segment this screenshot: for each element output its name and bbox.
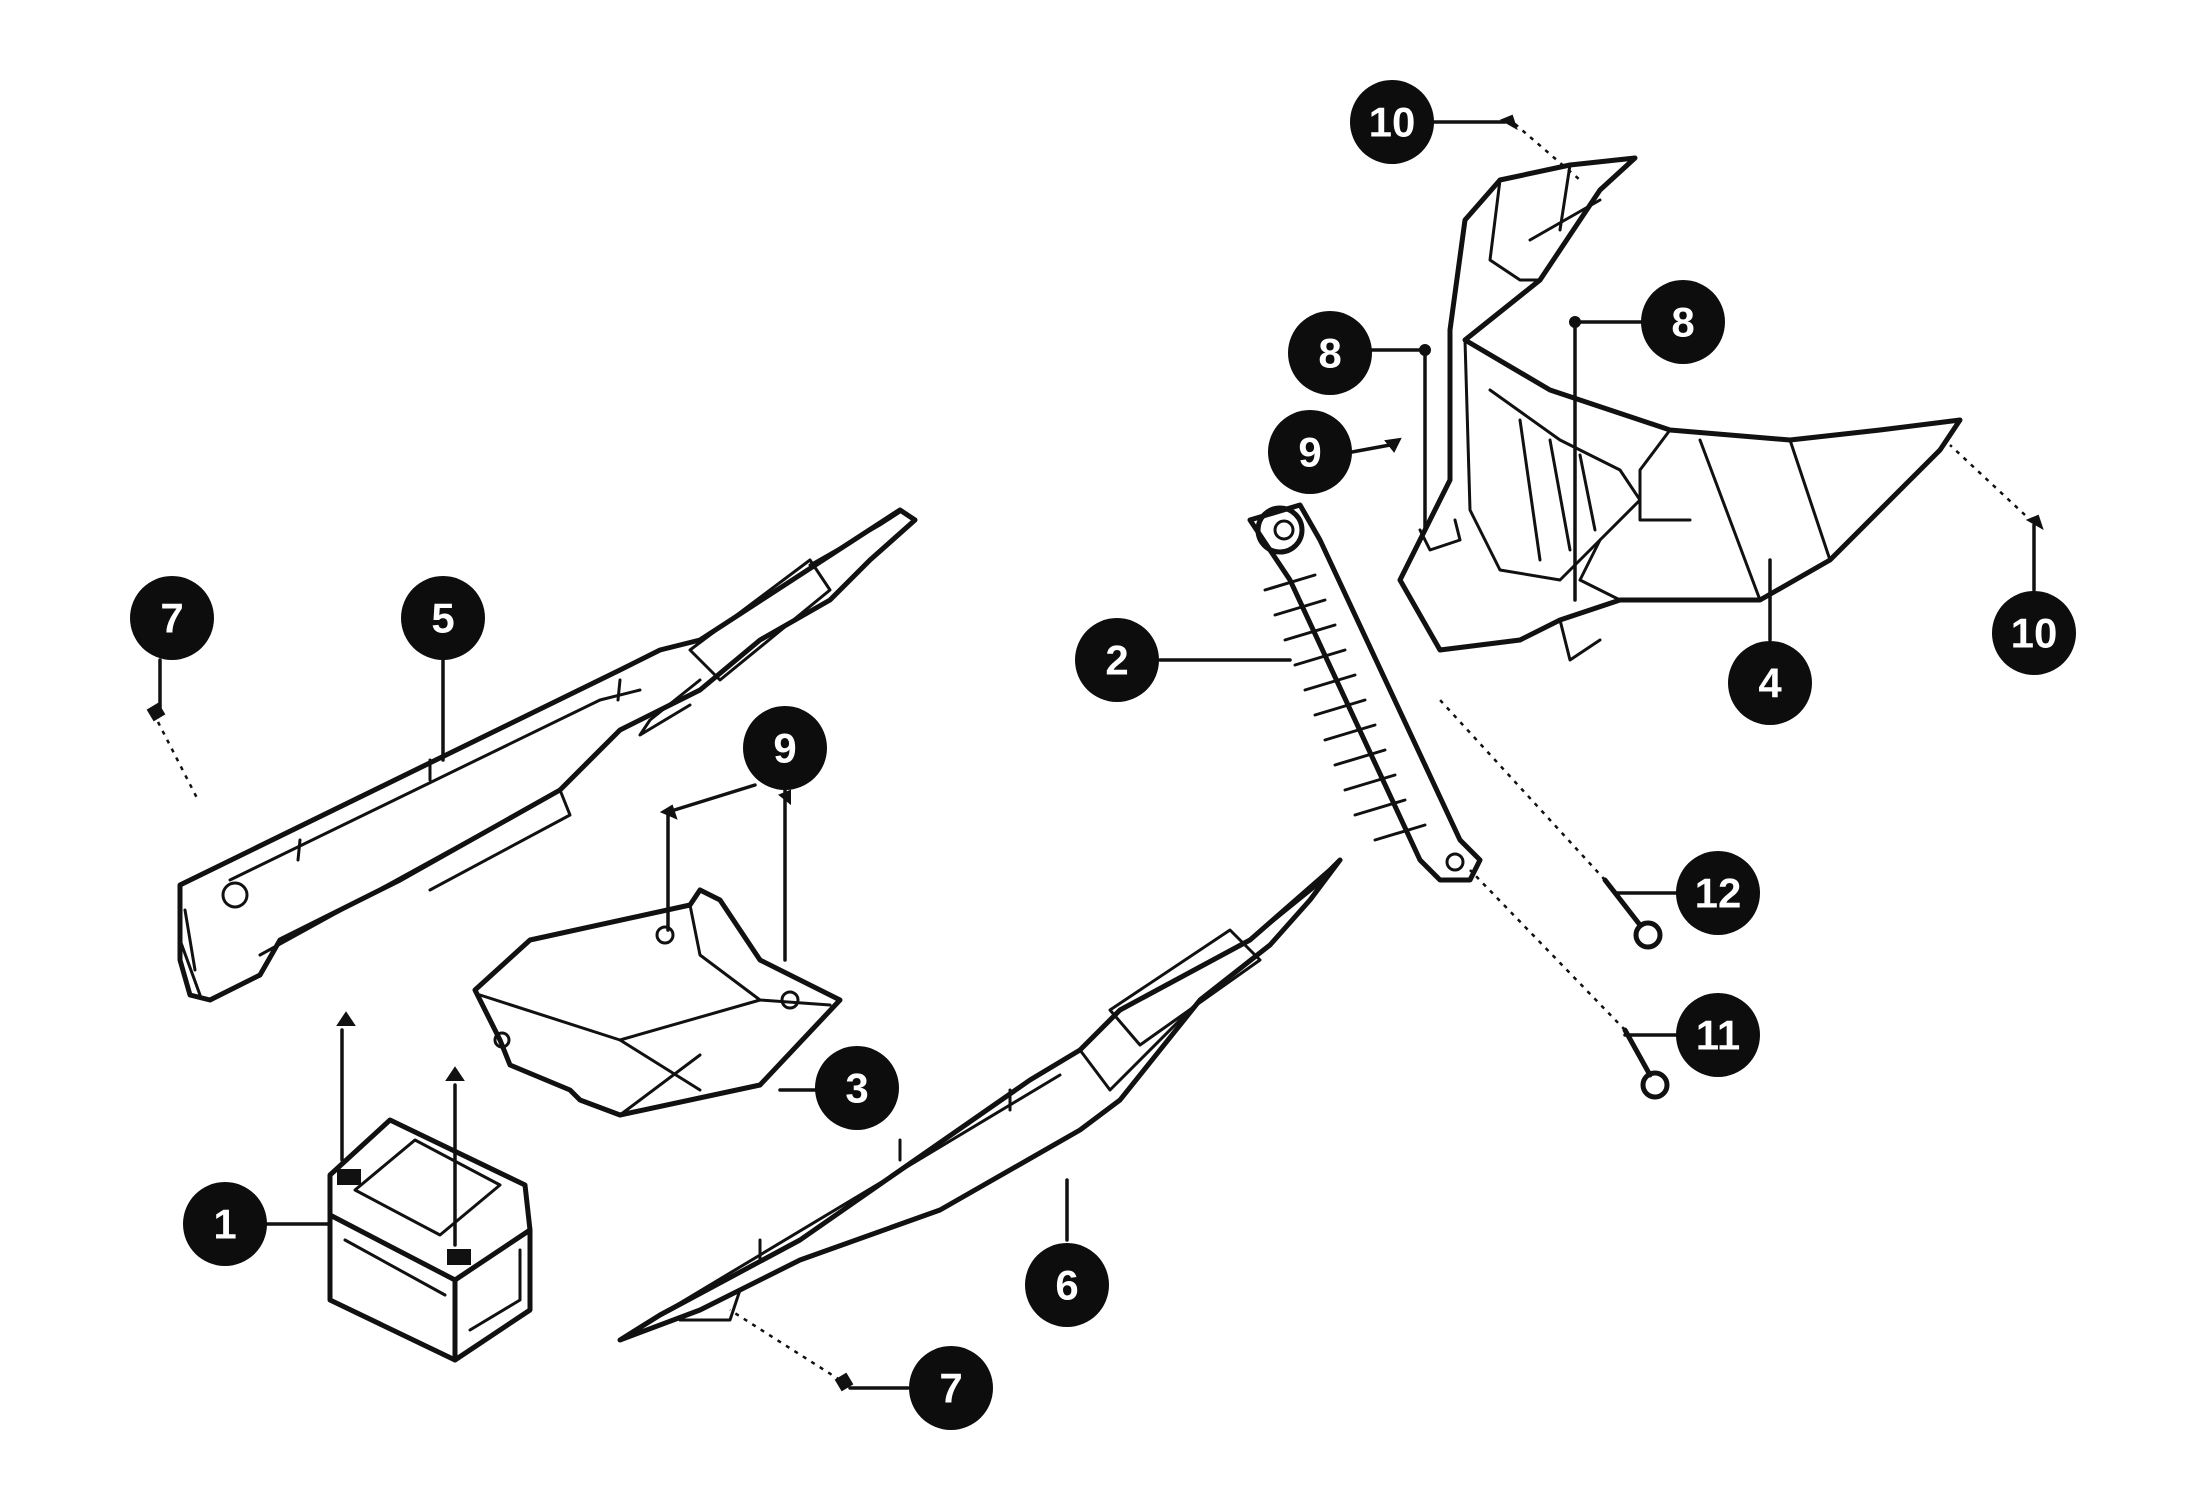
callout-4-label: 4 xyxy=(1758,660,1782,707)
callout-6-label: 6 xyxy=(1055,1262,1078,1309)
callout-10-right: 10 xyxy=(1992,591,2076,675)
callout-9-center-label: 9 xyxy=(773,725,796,772)
inner-tray-part xyxy=(472,887,843,1118)
callout-3-label: 3 xyxy=(845,1065,868,1112)
callout-8-left-label: 8 xyxy=(1318,330,1341,377)
callout-4: 4 xyxy=(1728,641,1812,725)
callout-8-left: 8 xyxy=(1288,311,1372,395)
callout-5: 5 xyxy=(401,576,485,660)
callout-10-right-label: 10 xyxy=(2011,610,2058,657)
callout-2-label: 2 xyxy=(1105,637,1128,684)
callout-11-label: 11 xyxy=(1696,1012,1740,1059)
callout-11: 11 xyxy=(1676,993,1760,1077)
callout-9-left: 9 xyxy=(1268,410,1352,494)
leader-lines xyxy=(156,120,2036,1390)
callout-10-top-label: 10 xyxy=(1369,99,1416,146)
callout-badges: 1 2 3 4 5 6 7 7 xyxy=(130,80,2076,1430)
rear-cowl-part xyxy=(1397,155,1963,662)
callout-3: 3 xyxy=(815,1046,899,1130)
callout-12-label: 12 xyxy=(1695,870,1742,917)
callout-6: 6 xyxy=(1025,1243,1109,1327)
shock-absorber-part xyxy=(1247,502,1483,883)
callout-10-top: 10 xyxy=(1350,80,1434,164)
callout-7-bottom: 7 xyxy=(909,1346,993,1430)
callout-1-label: 1 xyxy=(213,1201,236,1248)
callout-12: 12 xyxy=(1676,851,1760,935)
callout-7-top: 7 xyxy=(130,576,214,660)
fasteners xyxy=(146,114,2044,1392)
callout-5-label: 5 xyxy=(431,595,454,642)
side-panel-lower-part xyxy=(617,857,1343,1343)
callout-7-bottom-label: 7 xyxy=(939,1365,962,1412)
callout-9-center: 9 xyxy=(743,706,827,790)
side-panel-upper-part xyxy=(177,507,918,1003)
callout-8-right-label: 8 xyxy=(1671,299,1694,346)
callout-2: 2 xyxy=(1075,618,1159,702)
callout-7-top-label: 7 xyxy=(160,595,183,642)
callout-8-right: 8 xyxy=(1641,280,1725,364)
callout-9-left-label: 9 xyxy=(1298,429,1321,476)
battery-part xyxy=(327,1117,533,1363)
callout-1: 1 xyxy=(183,1182,267,1266)
